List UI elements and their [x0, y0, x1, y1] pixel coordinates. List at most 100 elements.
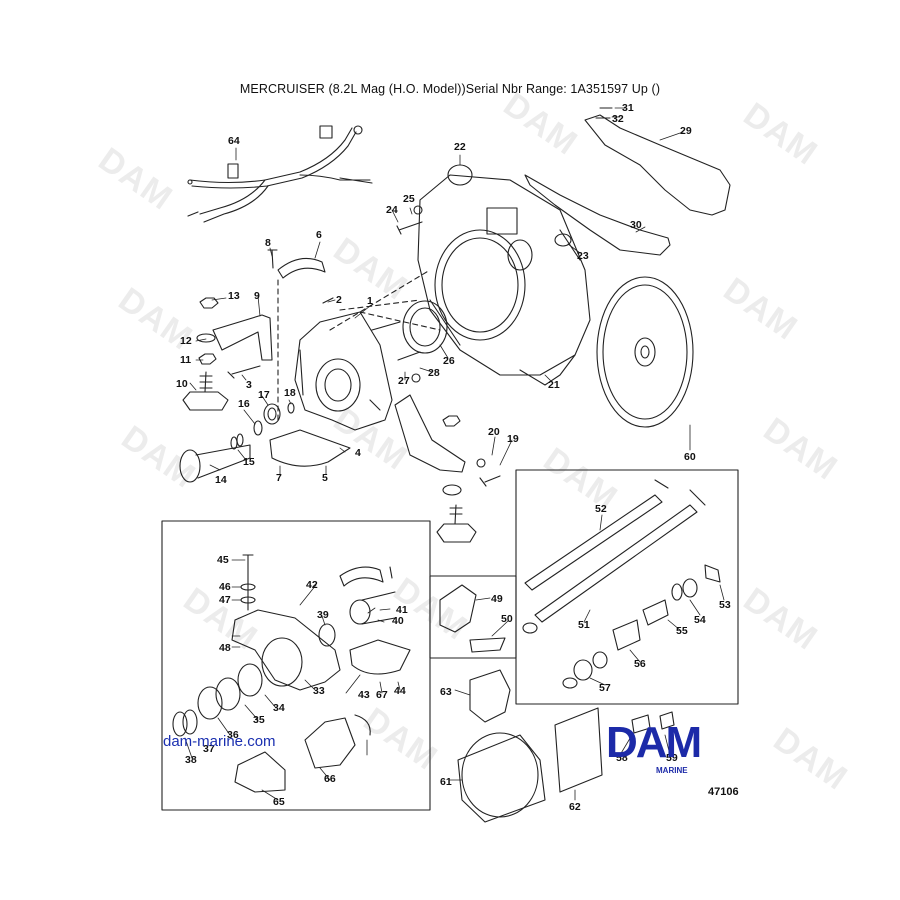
- callout-label: 52: [595, 503, 607, 515]
- callout-label: 14: [215, 474, 227, 486]
- callout-label: 30: [630, 219, 642, 231]
- bracket: [212, 314, 273, 361]
- callout-label: 15: [243, 456, 255, 468]
- callout-label: 41: [396, 604, 408, 616]
- tube-61: [457, 734, 546, 823]
- callout-label: 51: [578, 619, 590, 631]
- motor-mount: [182, 391, 229, 411]
- inspection-cover: [402, 300, 448, 354]
- website-link[interactable]: dam-marine.com: [163, 733, 276, 750]
- callout-label: 39: [317, 609, 329, 621]
- callout-label: 5: [322, 472, 328, 484]
- callout-label: 46: [219, 581, 231, 593]
- fitting-59: [659, 711, 675, 730]
- saddle-43: [349, 639, 411, 675]
- callout-label: 22: [454, 141, 466, 153]
- callout-label: 44: [394, 685, 406, 697]
- callout-label: 2: [336, 294, 342, 306]
- callout-label: 62: [569, 801, 581, 813]
- rear-mount: [436, 523, 477, 543]
- callout-label: 28: [428, 367, 440, 379]
- lower-saddle-clamp: [269, 429, 351, 467]
- dam-marine-logo: DAM MARINE: [606, 718, 740, 776]
- u-joint-66: [304, 717, 356, 769]
- callout-label: 63: [440, 686, 452, 698]
- flywheel-cover: [584, 114, 731, 216]
- nut: [199, 297, 219, 309]
- callout-label: 7: [276, 472, 282, 484]
- plate-62: [554, 707, 603, 793]
- inset-box-hoses: [515, 469, 739, 705]
- callout-label: 56: [634, 658, 646, 670]
- callout-label: 35: [253, 714, 265, 726]
- page-title: MERCRUISER (8.2L Mag (H.O. Model))Serial…: [239, 82, 661, 96]
- callout-label: 18: [284, 387, 296, 399]
- callout-label: 61: [440, 776, 452, 788]
- shift-bracket-49: [439, 584, 477, 633]
- screw: [267, 249, 278, 269]
- callout-label: 32: [612, 113, 624, 125]
- callout-label: 53: [719, 599, 731, 611]
- callout-label: 16: [238, 398, 250, 410]
- callout-label: 45: [217, 554, 229, 566]
- callout-label: 47: [219, 594, 231, 606]
- callout-label: 55: [676, 625, 688, 637]
- callout-label: 65: [273, 796, 285, 808]
- callout-label: 50: [501, 613, 513, 625]
- callout-label: 21: [548, 379, 560, 391]
- hose-52: [524, 494, 663, 591]
- callout-label: 23: [577, 250, 589, 262]
- ring-39: [318, 623, 336, 647]
- callout-label: 6: [316, 229, 322, 241]
- callout-label: 13: [228, 290, 240, 302]
- callout-label: 8: [265, 237, 271, 249]
- plate-63: [469, 669, 511, 723]
- flywheel-housing-adapter: [294, 311, 393, 431]
- callout-label: 67: [376, 689, 388, 701]
- callout-label: 64: [228, 135, 240, 147]
- sleeve-55: [642, 599, 669, 626]
- callout-label: 17: [258, 389, 270, 401]
- callout-label: 40: [392, 615, 404, 627]
- callout-label: 33: [313, 685, 325, 697]
- saddle-6-inset: [339, 566, 384, 587]
- driveshaft-flange: [179, 449, 201, 483]
- callout-label: 29: [680, 125, 692, 137]
- callout-label: 59: [666, 752, 678, 764]
- callout-label: 58: [616, 752, 628, 764]
- callout-label: 25: [403, 193, 415, 205]
- wiring-harness: [187, 125, 373, 223]
- saddle-clamp: [277, 257, 326, 279]
- seal: [263, 403, 281, 425]
- hose-51: [534, 504, 698, 623]
- callout-label: 10: [176, 378, 188, 390]
- callout-label: 31: [622, 102, 634, 114]
- callout-label: 60: [684, 451, 696, 463]
- fitting-53: [704, 564, 721, 583]
- callout-label: 4: [355, 447, 361, 459]
- rear-bracket: [394, 394, 466, 473]
- callout-label: 24: [386, 204, 398, 216]
- flywheel-housing: [417, 174, 591, 386]
- diagram-id: 47106: [708, 786, 739, 798]
- callout-label: 66: [324, 773, 336, 785]
- callout-label: 57: [599, 682, 611, 694]
- callout-label: 26: [443, 355, 455, 367]
- bearing-housing: [231, 609, 341, 691]
- u-joint-65: [234, 751, 286, 793]
- callout-label: 43: [358, 689, 370, 701]
- callout-label: 27: [398, 375, 410, 387]
- callout-label: 34: [273, 702, 285, 714]
- sleeve-56: [612, 619, 641, 651]
- inset-box-driveshaft: [161, 520, 431, 811]
- callout-label: 54: [694, 614, 706, 626]
- callout-label: 37: [203, 743, 215, 755]
- callout-label: 1: [367, 295, 373, 307]
- logo-subtext: MARINE: [656, 766, 688, 775]
- callout-label: 3: [246, 379, 252, 391]
- clip-50: [469, 637, 506, 653]
- callout-label: 48: [219, 642, 231, 654]
- flywheel: [596, 276, 694, 428]
- callout-label: 11: [180, 354, 192, 366]
- callout-label: 20: [488, 426, 500, 438]
